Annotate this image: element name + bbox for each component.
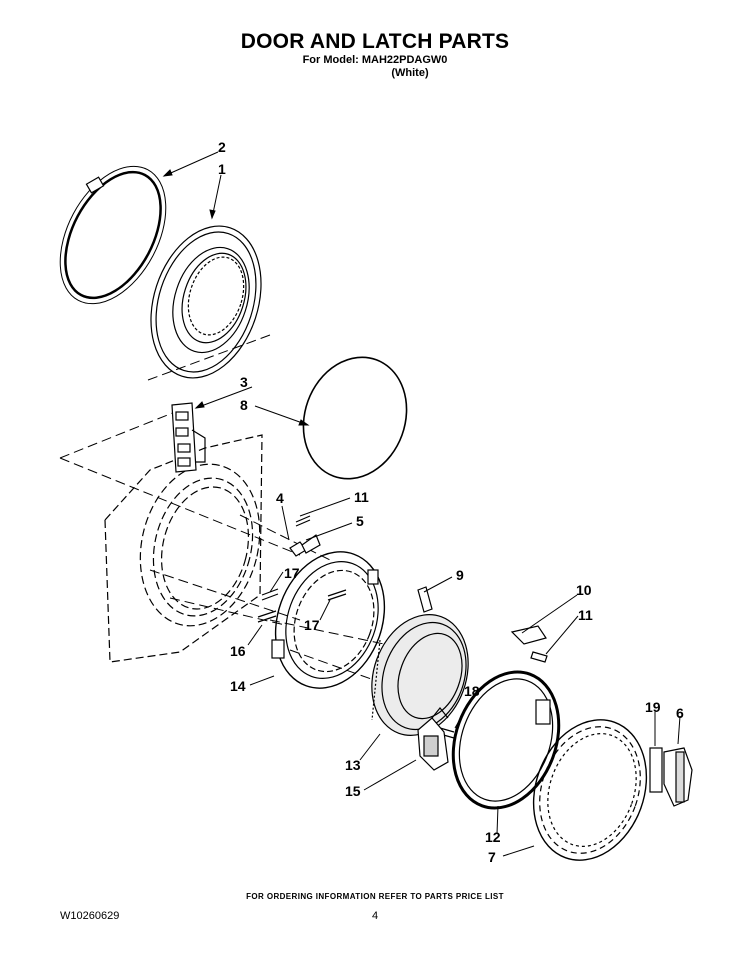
document-number: W10260629 bbox=[60, 910, 120, 922]
page-title: DOOR AND LATCH PARTS bbox=[240, 30, 510, 53]
callout-8: 8 bbox=[240, 397, 248, 413]
color-subtitle: (White) bbox=[391, 67, 429, 79]
callout-6: 6 bbox=[676, 705, 684, 721]
callout-12: 12 bbox=[485, 829, 501, 845]
callout-3: 3 bbox=[240, 374, 248, 390]
inner-door-frame-part bbox=[271, 551, 386, 689]
callout-9: 9 bbox=[456, 567, 464, 583]
callout-numbers: 2 1 3 8 4 11 5 17 9 17 10 11 16 14 18 19… bbox=[218, 139, 684, 865]
callout-18: 18 bbox=[464, 683, 480, 699]
callout-19: 19 bbox=[645, 699, 661, 715]
callout-15: 15 bbox=[345, 783, 361, 799]
clamp-ring-part bbox=[59, 165, 167, 305]
callout-17-b: 17 bbox=[304, 617, 320, 633]
callout-10: 10 bbox=[576, 582, 592, 598]
callout-13: 13 bbox=[345, 757, 361, 773]
label-part bbox=[649, 747, 663, 793]
cabinet-panel bbox=[104, 434, 263, 663]
callout-5: 5 bbox=[356, 513, 364, 529]
outer-door-part bbox=[532, 719, 648, 861]
callout-11-b: 11 bbox=[578, 607, 593, 623]
callout-1: 1 bbox=[218, 161, 226, 177]
door-handle-part bbox=[663, 747, 693, 807]
callout-11-a: 11 bbox=[354, 489, 369, 505]
door-latch-switch-part bbox=[171, 402, 206, 473]
callout-17-a: 17 bbox=[284, 565, 300, 581]
door-boot-seal-part bbox=[150, 225, 262, 379]
ordering-info-note: FOR ORDERING INFORMATION REFER TO PARTS … bbox=[246, 892, 504, 901]
callout-7: 7 bbox=[488, 849, 496, 865]
window-gasket-part bbox=[302, 356, 408, 480]
callout-14: 14 bbox=[230, 678, 246, 694]
leader-lines bbox=[162, 151, 681, 857]
ring-clip bbox=[535, 699, 551, 725]
glass-ring-part bbox=[451, 670, 561, 810]
callout-2: 2 bbox=[218, 139, 226, 155]
hinge-part bbox=[417, 707, 449, 771]
door-glass-part bbox=[371, 614, 469, 736]
callout-16: 16 bbox=[230, 643, 246, 659]
page-number: 4 bbox=[371, 910, 379, 922]
callout-4: 4 bbox=[276, 490, 284, 506]
model-subtitle: For Model: MAH22PDAGW0 bbox=[302, 54, 448, 66]
